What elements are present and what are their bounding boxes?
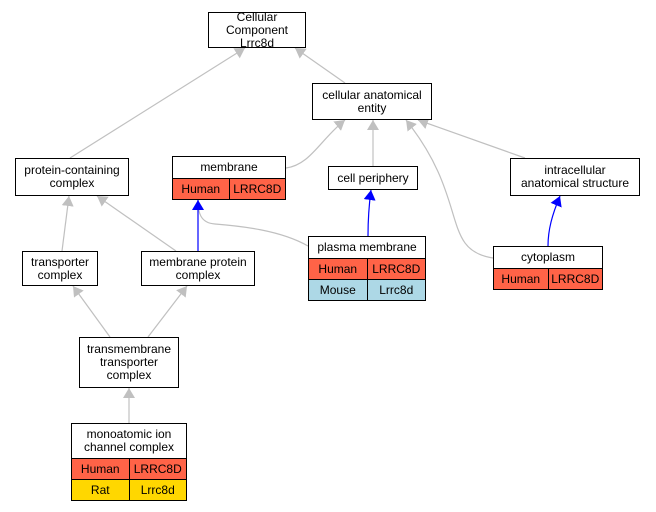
node-monoatomic-ion-channel-complex[interactable]: monoatomic ion channel complex Human LRR… <box>71 423 187 501</box>
node-cell-periphery[interactable]: cell periphery <box>328 166 418 190</box>
node-label: complex <box>37 267 83 282</box>
node-label: transmembrane <box>86 342 172 356</box>
node-plasma-membrane[interactable]: plasma membrane Human LRRC8D Mouse Lrrc8… <box>308 236 426 301</box>
node-cytoplasm[interactable]: cytoplasm Human LRRC8D <box>493 246 603 290</box>
node-membrane-protein-complex[interactable]: membrane protein complex <box>141 251 255 286</box>
node-label: Lrrc8d <box>239 35 274 50</box>
node-label: transporter <box>99 355 158 369</box>
species-cell: Human <box>72 459 129 479</box>
edge-mpc-to-pcc <box>96 195 177 252</box>
node-cellular-anatomical-entity[interactable]: cellular anatomical entity <box>312 83 432 120</box>
node-label: membrane <box>200 160 258 174</box>
species-cell: Mouse <box>309 280 367 300</box>
species-cell: Human <box>494 269 548 289</box>
node-label: cell periphery <box>337 170 409 185</box>
node-label: complex <box>49 176 95 190</box>
ortholog-row: Rat Lrrc8d <box>72 479 186 500</box>
node-label: plasma membrane <box>317 240 417 254</box>
node-label: entity <box>357 100 387 115</box>
edge-cae-to-root <box>294 47 346 84</box>
ortholog-row: Human LRRC8D <box>494 268 602 289</box>
node-label: cellular anatomical <box>322 87 422 102</box>
node-label: monoatomic ion <box>86 427 172 441</box>
gene-cell: LRRC8D <box>128 459 186 479</box>
node-label: anatomical structure <box>520 176 630 190</box>
gene-cell: LRRC8D <box>228 179 285 199</box>
edge-membrane-to-cae <box>285 119 346 169</box>
node-label: channel complex <box>83 440 175 454</box>
edge-ias-to-cae <box>417 117 526 159</box>
species-cell: Rat <box>72 480 129 500</box>
node-cellular-component[interactable]: Cellular Component Lrrc8d <box>208 9 306 50</box>
gene-cell: Lrrc8d <box>366 280 425 300</box>
species-cell: Human <box>309 259 367 279</box>
node-intracellular-anatomical-structure[interactable]: intracellular anatomical structure <box>510 158 640 196</box>
node-transmembrane-transporter-complex[interactable]: transmembrane transporter complex <box>79 337 179 388</box>
node-label: transporter <box>30 254 90 269</box>
ortholog-row: Human LRRC8D <box>173 178 285 199</box>
node-label: intracellular <box>544 163 606 177</box>
node-label: cytoplasm <box>520 250 576 264</box>
species-cell: Human <box>173 179 229 199</box>
ortholog-row: Mouse Lrrc8d <box>309 279 425 300</box>
edge-tmtc-to-mpc <box>147 285 188 338</box>
node-label: membrane protein <box>149 254 247 269</box>
gene-cell: Lrrc8d <box>128 480 186 500</box>
edge-pcc-to-root <box>69 47 246 159</box>
ortholog-row: Human LRRC8D <box>309 258 425 279</box>
edge-plasma-to-periphery-blue <box>363 189 376 237</box>
edge-cytoplasm-to-cae <box>405 119 494 259</box>
gene-cell: LRRC8D <box>366 259 425 279</box>
edge-cytoplasm-to-ias-blue <box>547 195 562 247</box>
edge-plasma-to-membrane <box>192 199 309 247</box>
gene-cell: LRRC8D <box>547 269 602 289</box>
node-label: Cellular Component <box>225 9 289 37</box>
node-protein-containing-complex[interactable]: protein-containing complex <box>15 158 129 196</box>
node-transporter-complex[interactable]: transporter complex <box>22 251 98 286</box>
node-label: complex <box>106 368 152 382</box>
edge-transporter-to-pcc <box>61 195 74 252</box>
node-membrane[interactable]: membrane Human LRRC8D <box>172 156 286 200</box>
node-label: protein-containing <box>24 163 120 177</box>
node-label: complex <box>175 267 221 282</box>
ortholog-row: Human LRRC8D <box>72 458 186 479</box>
edge-tmtc-to-transporter <box>72 285 111 338</box>
